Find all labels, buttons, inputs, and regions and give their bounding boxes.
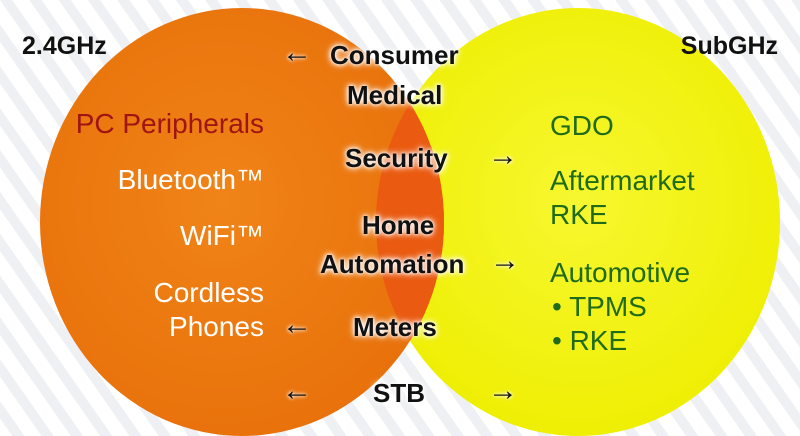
- arrow-left-meters: ←: [282, 308, 312, 341]
- arrow-right-automation: →: [490, 244, 520, 277]
- item-rke: • RKE: [552, 325, 628, 356]
- item-aftermarket-line2: RKE: [550, 199, 608, 230]
- label-subghz: SubGHz: [680, 32, 778, 60]
- item-consumer: Consumer: [330, 40, 459, 70]
- item-meters: Meters: [353, 312, 437, 342]
- 2-4ghz-circle: [40, 8, 444, 436]
- item-gdo: GDO: [550, 110, 614, 141]
- arrow-left-stb: ←: [282, 374, 312, 407]
- item-bluetooth: Bluetooth™: [117, 164, 264, 195]
- arrow-right-security: →: [488, 139, 518, 172]
- item-home: Home: [362, 210, 435, 240]
- item-tpms: • TPMS: [552, 291, 647, 322]
- arrow-left-consumer: ←: [282, 36, 312, 69]
- subghz-circle: [376, 8, 780, 436]
- item-wifi: WiFi™: [180, 220, 264, 251]
- item-security: Security: [345, 143, 448, 173]
- item-aftermarket-line1: Aftermarket: [550, 165, 695, 196]
- item-medical: Medical: [347, 80, 443, 110]
- arrow-right-stb: →: [488, 374, 518, 407]
- item-cordless-line2: Phones: [169, 311, 264, 342]
- item-stb: STB: [373, 378, 425, 408]
- item-cordless-line1: Cordless: [153, 277, 264, 308]
- item-automotive: Automotive: [550, 257, 691, 288]
- item-pc-peripherals: PC Peripherals: [75, 108, 264, 139]
- label-2-4ghz: 2.4GHz: [22, 32, 107, 60]
- item-automation: Automation: [320, 249, 465, 279]
